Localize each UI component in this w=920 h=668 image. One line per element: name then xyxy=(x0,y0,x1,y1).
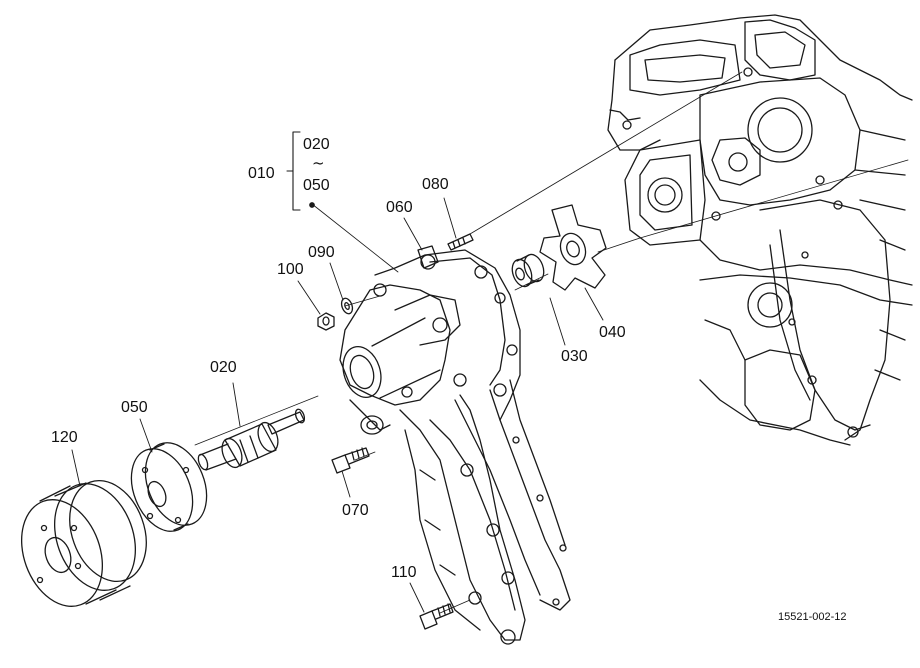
stud-part xyxy=(448,234,473,250)
pulley-part xyxy=(7,470,159,618)
group-range-start: 020 xyxy=(303,136,330,153)
water-pump-body xyxy=(337,250,570,644)
callout-030: 030 xyxy=(561,348,588,365)
seal-part xyxy=(509,252,547,289)
callout-070: 070 xyxy=(342,502,369,519)
assembly-axis-lines xyxy=(195,72,908,613)
group-dot xyxy=(310,203,314,207)
callout-120: 120 xyxy=(51,429,78,446)
washer-part xyxy=(340,297,355,315)
callout-020: 020 xyxy=(210,359,237,376)
flange-part xyxy=(120,434,218,541)
engine-block xyxy=(608,15,912,445)
group-brace xyxy=(287,132,300,210)
group-range-tilde: ~ xyxy=(312,154,325,172)
nut-part xyxy=(318,313,334,330)
drawing-code: 15521-002-12 xyxy=(778,611,847,623)
group-label: 010 xyxy=(248,165,275,182)
shaft-bearing-part xyxy=(197,408,307,471)
callout-060: 060 xyxy=(386,199,413,216)
bolt-110-part xyxy=(420,604,453,629)
callout-100: 100 xyxy=(277,261,304,278)
impeller-part xyxy=(540,205,606,290)
callout-080: 080 xyxy=(422,176,449,193)
gasket-part xyxy=(418,246,438,268)
bolt-070-part xyxy=(332,448,369,473)
callout-090: 090 xyxy=(308,244,335,261)
callout-040: 040 xyxy=(599,324,626,341)
callout-050: 050 xyxy=(121,399,148,416)
callout-leaders xyxy=(72,198,603,612)
group-range-end: 050 xyxy=(303,177,330,194)
callout-110: 110 xyxy=(391,564,417,581)
